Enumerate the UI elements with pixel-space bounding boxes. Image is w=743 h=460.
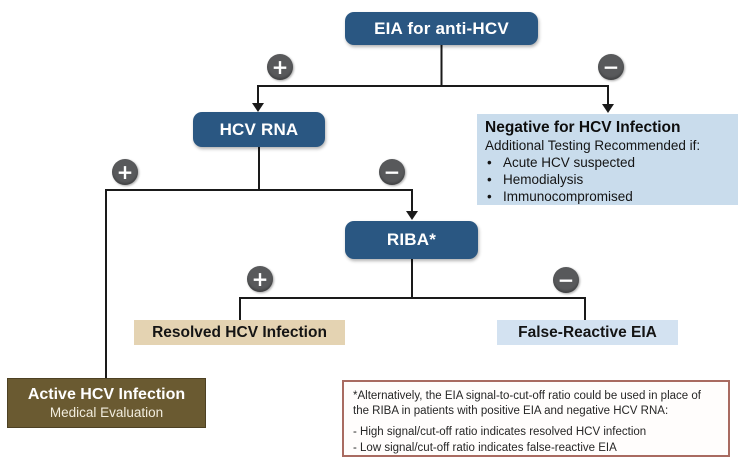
plus-icon: +	[247, 266, 273, 292]
node-eia-anti-hcv: EIA for anti-HCV	[345, 12, 538, 45]
connector-hcvrna-branch	[105, 189, 413, 378]
negative-bullet-item: • Immunocompromised	[485, 189, 633, 204]
false-reactive-label: False-Reactive EIA	[518, 323, 657, 341]
arrowhead-to-hcvrna	[252, 103, 264, 112]
node-eia-label: EIA for anti-HCV	[374, 18, 509, 38]
negative-bullet-text: Hemodialysis	[503, 172, 584, 187]
minus-icon: −	[553, 267, 579, 293]
connector-riba-branch	[239, 297, 586, 320]
active-hcv-subtitle: Medical Evaluation	[49, 405, 164, 420]
node-hcv-rna-label: HCV RNA	[219, 119, 299, 139]
plus-icon: +	[267, 54, 293, 80]
bullet-icon: •	[487, 155, 492, 170]
connector-eia-branch	[257, 85, 609, 107]
negative-bullet-text: Immunocompromised	[503, 189, 633, 204]
active-hcv-title: Active HCV Infection	[27, 386, 186, 403]
node-hcv-rna: HCV RNA	[193, 112, 325, 147]
node-resolved-hcv-infection: Resolved HCV Infection	[134, 320, 345, 345]
footnote-text: *Alternatively, the EIA signal-to-cut-of…	[353, 390, 701, 417]
node-riba: RIBA*	[345, 221, 478, 259]
negative-bullet-text: Acute HCV suspected	[503, 155, 636, 170]
negative-bullet-item: • Hemodialysis	[485, 172, 583, 187]
negative-panel-title: Negative for HCV Infection	[485, 119, 681, 136]
footnote-item-high-ratio: - High signal/cut-off ratio indicates re…	[353, 425, 647, 438]
arrowhead-to-riba	[406, 211, 418, 220]
minus-icon: −	[379, 159, 405, 185]
resolved-label: Resolved HCV Infection	[152, 323, 327, 341]
node-false-reactive-eia: False-Reactive EIA	[497, 320, 678, 345]
panel-negative-hcv: Negative for HCV Infection Additional Te…	[477, 114, 738, 205]
negative-bullet-item: • Acute HCV suspected	[485, 155, 635, 170]
plus-icon: +	[112, 159, 138, 185]
minus-icon: −	[598, 54, 624, 80]
footnote-box: *Alternatively, the EIA signal-to-cut-of…	[342, 380, 730, 457]
footnote-item-low-ratio: - Low signal/cut-off ratio indicates fal…	[353, 441, 617, 454]
node-riba-label: RIBA*	[386, 230, 437, 249]
arrowhead-to-negative	[602, 104, 614, 113]
negative-panel-subtitle: Additional Testing Recommended if:	[485, 138, 701, 153]
bullet-icon: •	[487, 189, 492, 204]
bullet-icon: •	[487, 172, 492, 187]
node-active-hcv-infection: Active HCV Infection Medical Evaluation	[7, 378, 206, 428]
